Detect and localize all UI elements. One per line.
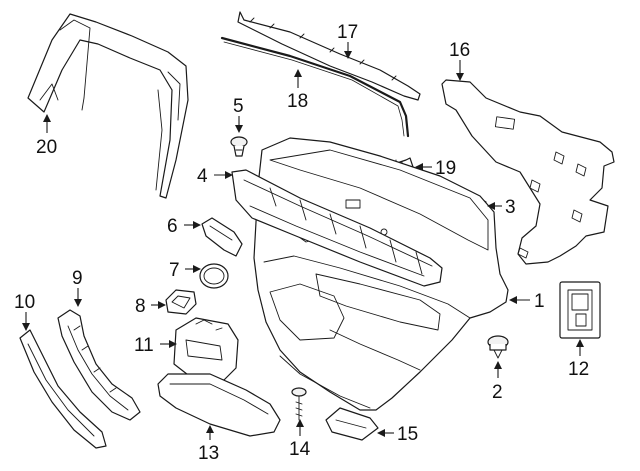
part-8-bezel [165,289,197,315]
callout-4: 4 [197,166,208,187]
part-4-armrest-frame [231,169,443,287]
callout-12: 12 [568,359,589,380]
callout-18: 18 [287,91,308,112]
callout-labels: 1 2 3 4 5 6 7 8 9 10 11 12 13 14 15 16 1… [14,22,589,464]
callout-10: 10 [14,292,35,313]
callout-20: 20 [36,137,57,158]
callout-17: 17 [337,22,358,43]
part-18-belt-moulding [220,36,410,138]
part-16-insulation-panel [441,79,615,265]
callout-19: 19 [435,158,456,179]
part-9-handle-bracket [57,309,141,421]
callout-1: 1 [534,291,545,312]
part-7-ring [199,263,229,289]
callout-6: 6 [167,216,178,237]
part-12-window-switch [559,281,601,339]
part-10-pull-handle [19,329,107,449]
part-15-courtesy-lamp [325,407,379,441]
callout-15: 15 [397,424,418,445]
callout-9: 9 [72,268,83,289]
part-13-armrest-pad [157,373,281,437]
part-5-clip [230,136,248,157]
callout-8: 8 [135,296,146,317]
part-6-bracket [201,217,243,257]
callout-16: 16 [449,40,470,61]
leader-lines [22,42,584,440]
part-20-window-frame-trim [27,13,189,199]
callout-7: 7 [169,260,180,281]
part-11-switch-housing [173,317,239,381]
callout-11: 11 [134,335,154,356]
callout-13: 13 [198,443,219,464]
part-2-fastener [487,335,509,359]
callout-3: 3 [505,197,516,218]
part-1-door-trim-panel [253,137,509,411]
callout-5: 5 [233,96,244,117]
callout-2: 2 [492,382,503,403]
part-17-weatherstrip [237,11,421,101]
part-14-screw [291,387,307,421]
callout-14: 14 [289,439,311,460]
